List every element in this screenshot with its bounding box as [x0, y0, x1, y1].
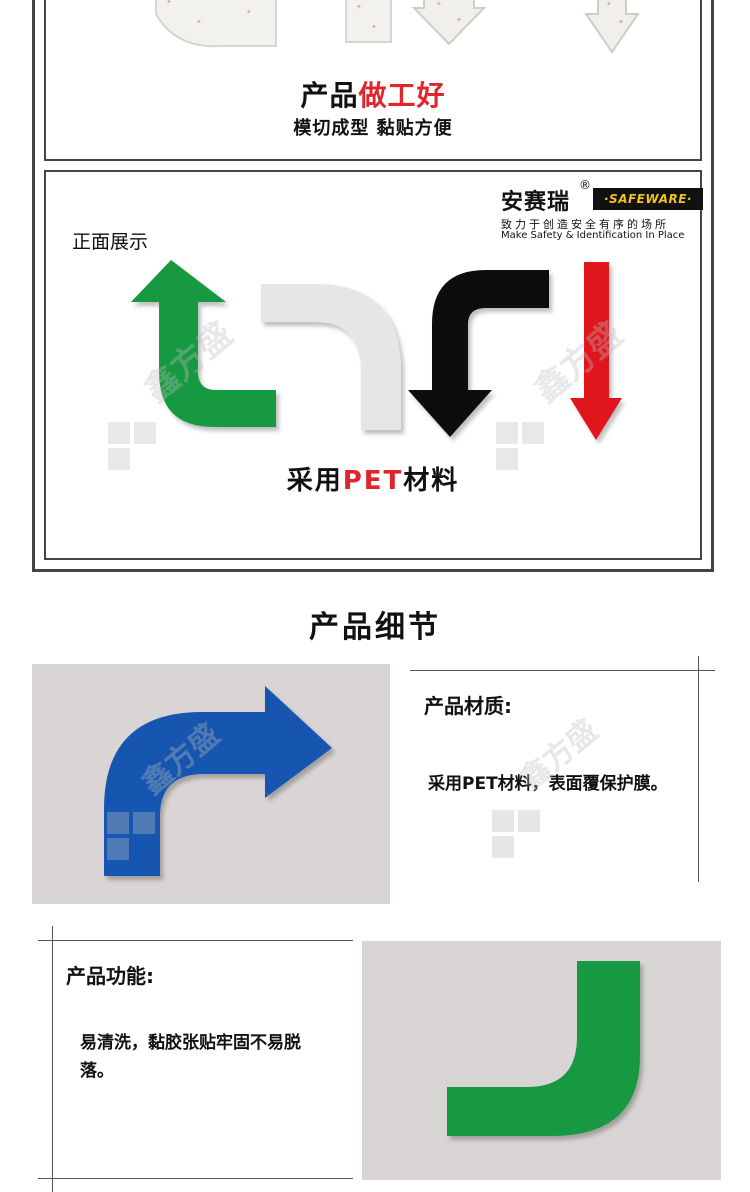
sticker-narrow-arrow-shape	[584, 0, 640, 54]
svg-text:✦: ✦	[166, 0, 172, 6]
divider-line	[410, 670, 715, 671]
divider-line	[698, 656, 699, 882]
divider-line	[52, 926, 53, 1192]
front-display-label: 正面展示	[72, 231, 149, 253]
function-heading: 产品功能:	[66, 964, 154, 988]
sticker-backing-photo: ✦ ✦ ✦ ✦ ✦ ✦ ✦ ✦ ✦	[155, 0, 640, 54]
arrow-showcase: 鑫方盛 鑫方盛	[108, 260, 631, 470]
material-caption: 采用PET材料	[286, 466, 460, 496]
sticker-down-arrow-shape	[411, 0, 487, 46]
brand-name-cn: 安赛瑞	[501, 190, 571, 215]
svg-text:✦: ✦	[371, 23, 377, 31]
blue-curved-arrow-icon	[104, 686, 332, 876]
svg-text:✦: ✦	[618, 18, 624, 26]
blue-arrow-photo: 鑫方盛	[32, 664, 390, 904]
divider-line	[38, 940, 353, 941]
function-text-line-2: 落。	[80, 1061, 114, 1081]
craft-subtitle: 模切成型 黏贴方便	[293, 118, 453, 139]
material-heading: 产品材质:	[424, 694, 512, 718]
green-curved-arrow-icon	[131, 260, 276, 427]
brand-slogan-cn: 致力于创造安全有序的场所	[501, 218, 669, 231]
svg-text:✦: ✦	[196, 18, 202, 26]
white-curve-arrow-icon	[261, 284, 401, 430]
material-text: 采用PET材料，表面覆保护膜。	[428, 774, 668, 794]
watermark-logo: 鑫方盛	[492, 713, 605, 858]
sticker-strip-shape	[345, 0, 392, 43]
svg-text:✦: ✦	[456, 16, 462, 24]
sticker-corner-shape	[155, 0, 277, 48]
craft-panel: ✦ ✦ ✦ ✦ ✦ ✦ ✦ ✦ ✦ 产品做工好 模切成型 黏贴方便	[44, 0, 702, 161]
front-display-panel: 安赛瑞 ® ·SAFEWARE· 致力于创造安全有序的场所 Make Safet…	[44, 170, 703, 560]
svg-text:✦: ✦	[606, 0, 612, 8]
brand-logo: 安赛瑞 ® ·SAFEWARE·	[501, 178, 703, 215]
green-corner-shape-icon	[447, 961, 640, 1136]
registered-mark: ®	[579, 178, 591, 192]
brand-slogan-en: Make Safety & Identification In Place	[501, 230, 685, 241]
green-corner-photo	[362, 941, 721, 1180]
function-text-line-1: 易清洗，黏胶张贴牢固不易脱	[80, 1033, 301, 1053]
details-section-title: 产品细节	[309, 610, 441, 645]
brand-name-en: ·SAFEWARE·	[593, 188, 703, 210]
craft-title: 产品做工好	[300, 79, 446, 112]
svg-text:✦: ✦	[356, 3, 362, 11]
svg-text:✦: ✦	[436, 0, 442, 8]
divider-line	[38, 1178, 353, 1179]
red-down-arrow-icon	[570, 262, 622, 440]
watermark-text-4: 鑫方盛	[513, 713, 604, 798]
svg-text:✦: ✦	[246, 8, 252, 16]
black-curved-down-arrow-icon	[408, 270, 549, 437]
watermark-text-2: 鑫方盛	[527, 314, 631, 410]
product-frame: ✦ ✦ ✦ ✦ ✦ ✦ ✦ ✦ ✦ 产品做工好 模切成型 黏贴方便 安赛瑞 ® ·SAFE…	[32, 0, 714, 572]
